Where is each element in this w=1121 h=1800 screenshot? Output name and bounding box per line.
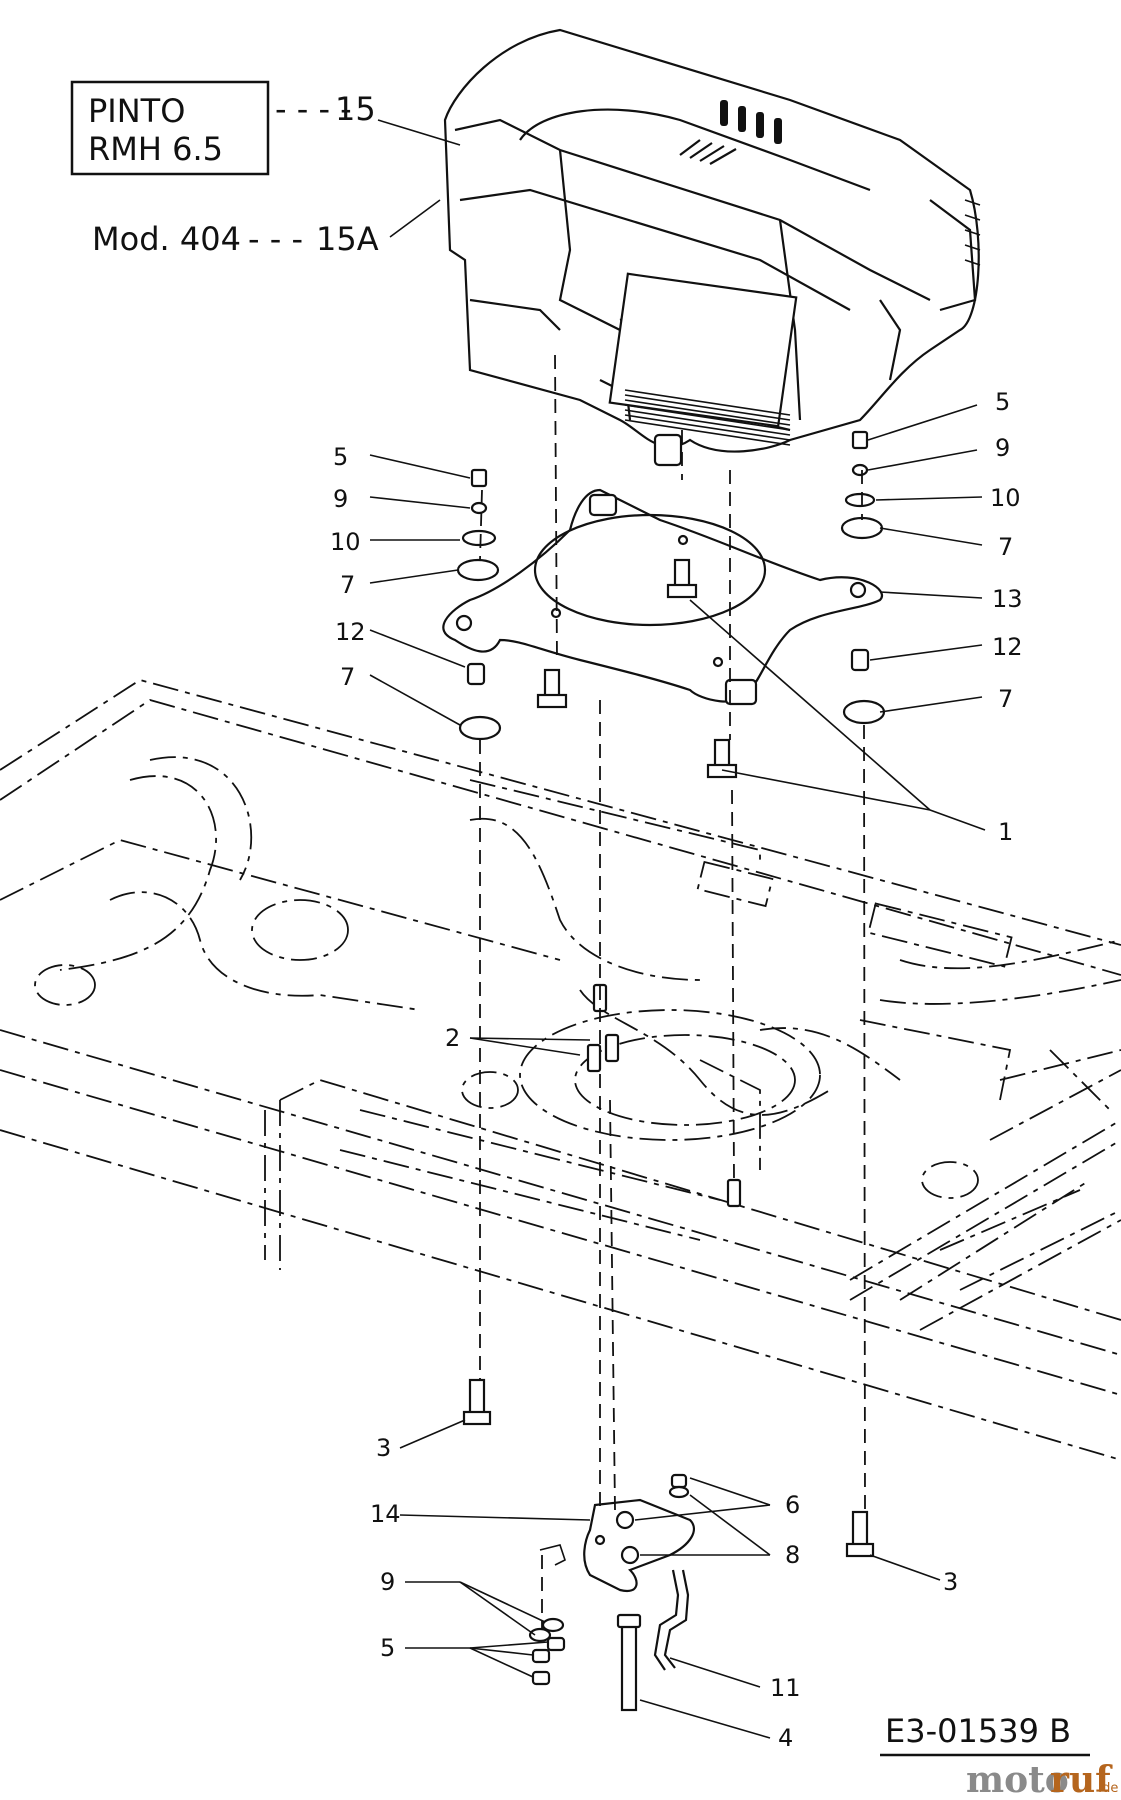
callout-7-left-upper: 7 [340, 571, 355, 599]
callout-4: 4 [778, 1724, 793, 1752]
callout-15: 15 [335, 90, 376, 128]
callout-3-right: 3 [943, 1568, 958, 1596]
leader-lines [369, 119, 986, 1739]
callout-8: 8 [785, 1541, 800, 1569]
motoruf-watermark: moto ruf .de [966, 1759, 1118, 1800]
callout-13: 13 [992, 585, 1023, 613]
callout-9-left: 9 [333, 485, 348, 513]
callout-10-right: 10 [990, 484, 1021, 512]
callout-14: 14 [370, 1500, 401, 1528]
bottom-left-hardware [528, 1617, 566, 1686]
callout-12-right: 12 [992, 633, 1023, 661]
callout-5-left: 5 [333, 443, 348, 471]
callout-12-left: 12 [335, 618, 366, 646]
model-line-1: PINTO [88, 92, 185, 130]
model-box: PINTO RMH 6.5 [70, 80, 270, 176]
mounting-plate [442, 488, 883, 706]
bolt-item-1 [536, 558, 738, 779]
lower-bolts-item-3 [462, 1378, 875, 1558]
callout-7-right-lower: 7 [998, 685, 1013, 713]
left-hardware-stack [456, 468, 502, 741]
watermark-tld: .de [1098, 1781, 1118, 1796]
callout-5-right: 5 [995, 388, 1010, 416]
callout-1: 1 [998, 818, 1013, 846]
callout-5-bottom: 5 [380, 1634, 395, 1662]
drawing-code: E3-01539 B [885, 1712, 1071, 1750]
engine [443, 28, 981, 467]
callout-10-left: 10 [330, 528, 361, 556]
callout-15a: 15A [316, 220, 379, 258]
callout-9-bottom: 9 [380, 1568, 395, 1596]
alignment-centerlines [479, 354, 866, 1630]
bracket-detail [539, 1544, 566, 1566]
watermark-brand: moto [966, 1759, 1069, 1800]
callout-2: 2 [445, 1024, 460, 1052]
leader-dash-15: - - - - [275, 90, 352, 128]
callout-9-right: 9 [995, 434, 1010, 462]
rod-item-4 [616, 1613, 642, 1712]
chassis-frame [0, 679, 1121, 1461]
model-line-2: RMH 6.5 [88, 130, 223, 168]
engine-cooling-fins [624, 389, 791, 446]
callout-3-left: 3 [376, 1434, 391, 1462]
rod-item-11 [653, 1569, 690, 1671]
right-hardware-stack [840, 430, 886, 725]
bracket-item-14 [583, 1473, 695, 1593]
callout-7-right-upper: 7 [998, 533, 1013, 561]
engine-vent-slots [679, 100, 782, 165]
watermark-brand-accent: ruf [1050, 1759, 1113, 1800]
callout-6: 6 [785, 1491, 800, 1519]
leader-dash-15a: - - - [248, 220, 303, 258]
engine-side-fins [964, 199, 981, 266]
callout-7-left-lower: 7 [340, 663, 355, 691]
callout-11: 11 [770, 1674, 801, 1702]
model-alt: Mod. 404 [92, 220, 241, 258]
plate-standoff [588, 493, 758, 706]
callout-labels: 15 15A 5 9 10 7 12 7 5 9 10 7 13 12 7 1 … [316, 90, 1023, 1752]
